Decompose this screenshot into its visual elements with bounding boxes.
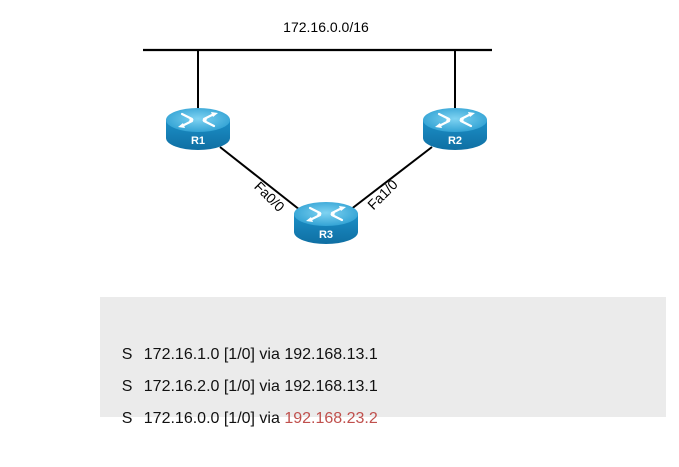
router-r1-label: R1 xyxy=(191,135,205,147)
network-topology-diagram: 172.16.0.0/16 Fa0/0 Fa1/0 R1 R2 R3 xyxy=(143,19,492,246)
route-network: 172.16.2.0 [1/0] via xyxy=(143,378,285,395)
router-r2-label: R2 xyxy=(448,135,462,147)
route-next-hop: 192.168.13.1 xyxy=(284,378,378,395)
routing-table-panel: S 172.16.1.0 [1/0] via 192.168.13.1 S 172.… xyxy=(100,297,666,427)
route-code: S xyxy=(121,378,133,395)
router-r3-label: R3 xyxy=(319,229,333,241)
route-next-hop-highlighted: 192.168.23.2 xyxy=(284,410,378,427)
link-r2-r3 xyxy=(349,146,433,211)
router-r2-icon: R2 xyxy=(421,106,489,152)
route-network: 172.16.1.0 [1/0] via xyxy=(143,346,285,363)
router-r1-icon: R1 xyxy=(164,106,232,152)
route-entry: S 172.16.2.0 [1/0] via 192.168.13.1 xyxy=(100,339,666,395)
route-code: S xyxy=(121,410,133,427)
lan-segment-label: 172.16.0.0/16 xyxy=(283,19,369,35)
route-entry: S 172.16.0.0 [1/0] via 192.168.23.2 xyxy=(100,371,666,427)
route-entry: S 172.16.1.0 [1/0] via 192.168.13.1 xyxy=(100,307,666,363)
route-code: S xyxy=(121,346,133,363)
route-next-hop: 192.168.13.1 xyxy=(284,346,378,363)
route-network: 172.16.0.0 [1/0] via xyxy=(143,410,285,427)
router-r3-icon: R3 xyxy=(292,200,360,246)
link-r1-r3 xyxy=(219,146,301,211)
